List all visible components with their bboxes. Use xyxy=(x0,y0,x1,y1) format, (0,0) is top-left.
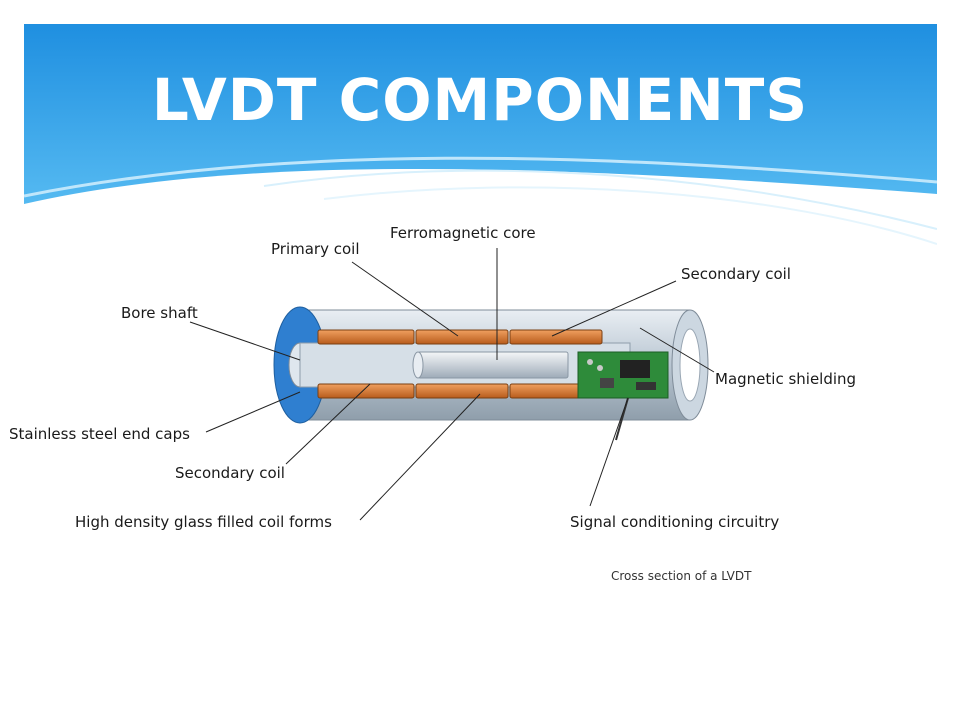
ferromagnetic-core xyxy=(412,351,569,379)
circuit-board xyxy=(577,351,669,441)
banner-background xyxy=(24,24,937,264)
coils-top xyxy=(317,329,603,345)
label-magnetic-shielding: Magnetic shielding xyxy=(715,370,857,388)
label-end-caps: Stainless steel end caps xyxy=(9,425,190,443)
label-ferromagnetic-core: Ferromagnetic core xyxy=(390,224,536,242)
label-secondary-coil-top: Secondary coil xyxy=(681,265,791,283)
slide-title: LVDT COMPONENTS xyxy=(151,66,809,134)
label-secondary-coil-bottom: Secondary coil xyxy=(175,464,285,482)
coils-bottom xyxy=(317,383,603,399)
label-signal-conditioning: Signal conditioning circuitry xyxy=(570,513,780,531)
label-primary-coil: Primary coil xyxy=(271,240,360,258)
wave-shape xyxy=(24,169,937,264)
leader-lines xyxy=(189,248,715,521)
figure-caption: Cross section of a LVDT xyxy=(611,569,752,583)
label-coil-forms: High density glass filled coil forms xyxy=(75,513,332,531)
title-banner xyxy=(24,24,937,264)
label-bore-shaft: Bore shaft xyxy=(121,304,198,322)
